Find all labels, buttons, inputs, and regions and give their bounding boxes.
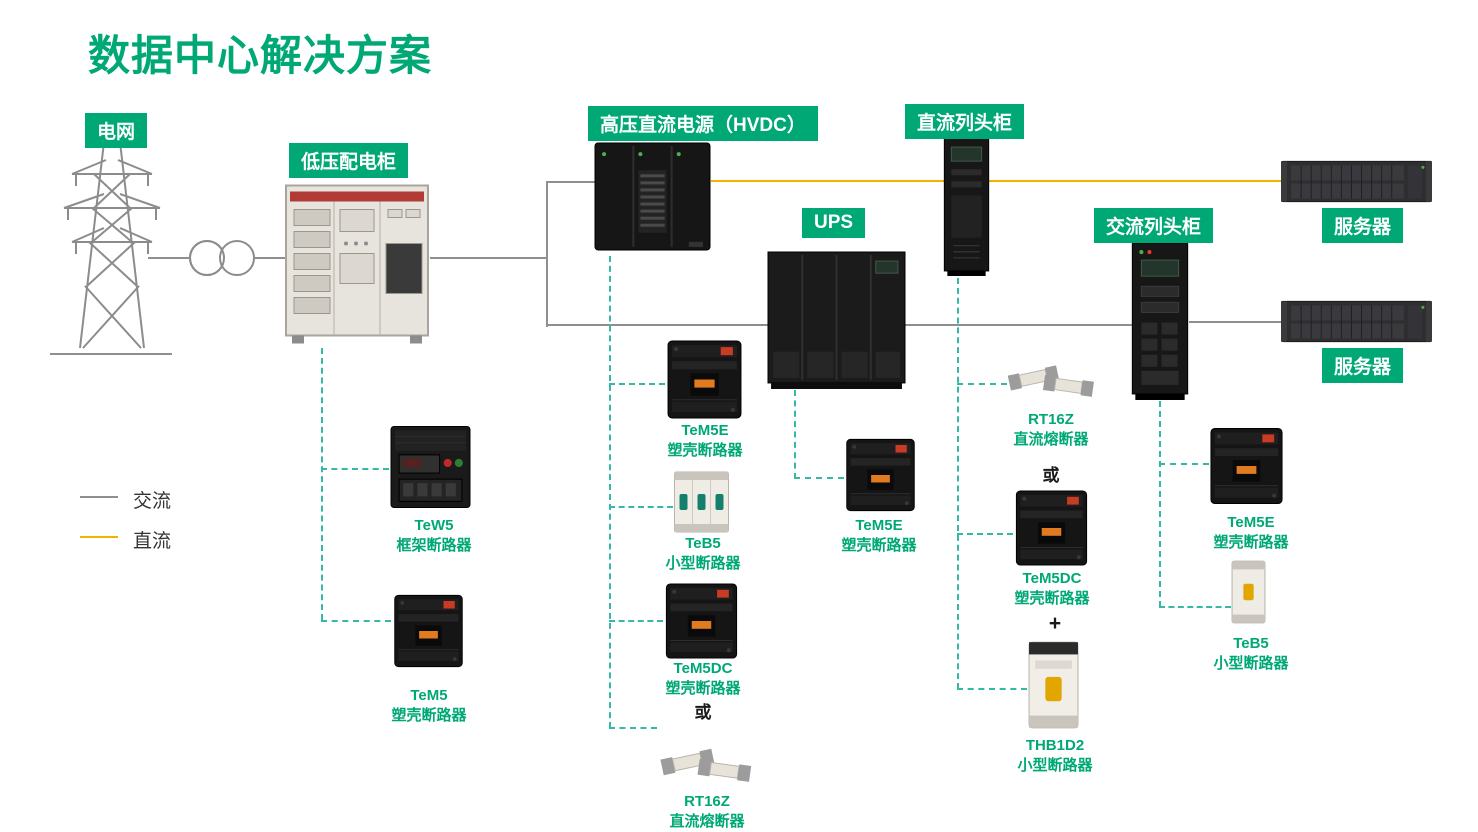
product-desc: 直流熔断器 (669, 813, 745, 831)
product-desc: 小型断路器 (1017, 757, 1093, 775)
transformer-icon (186, 238, 258, 278)
badge-ac-row: 交流列头柜 (1094, 208, 1214, 243)
product-label-thb1d2: THB1D2 小型断路器 (980, 736, 1130, 777)
dashed-link-dcrow-thb1d2 (957, 688, 1027, 690)
ac-line-junction-vertical (546, 181, 548, 327)
product-name: THB1D2 (1025, 737, 1085, 754)
tem5e-ups-breaker-image (843, 435, 918, 515)
dashed-link-lv-vertical (321, 348, 323, 620)
dc-line-dcrow-to-server (989, 180, 1284, 182)
product-desc: 塑壳断路器 (667, 442, 743, 460)
legend-ac-label: 交流 (133, 491, 172, 512)
badge-server-bottom: 服务器 (1322, 348, 1404, 383)
server-top-image (1281, 157, 1432, 206)
dashed-link-acrow-vertical (1159, 401, 1161, 607)
badge-server-top: 服务器 (1322, 208, 1404, 243)
dashed-link-ups-tem5e (794, 477, 844, 479)
badge-ups: UPS (802, 208, 866, 238)
ups-cabinet-image (767, 251, 906, 390)
product-desc: 塑壳断路器 (841, 537, 917, 555)
tem5e-hvdc-breaker-image (664, 337, 745, 422)
product-label-rt16z-dcrow: RT16Z 直流熔断器 (976, 410, 1126, 451)
dashed-link-dcrow-vertical (957, 278, 959, 689)
dc-line-hvdc-to-dcrow (711, 180, 946, 182)
product-desc: 小型断路器 (1213, 655, 1289, 673)
product-desc: 塑壳断路器 (391, 707, 467, 725)
tew5-breaker-image (389, 422, 472, 512)
ground-line (50, 353, 172, 355)
server-bottom-image (1281, 297, 1432, 346)
product-name: TeW5 (414, 517, 454, 534)
product-desc: 框架断路器 (396, 537, 472, 555)
tem5dc-hvdc-breaker-image (662, 582, 741, 660)
product-label-tem5e-hvdc: TeM5E 塑壳断路器 (630, 421, 780, 462)
product-label-tem5dc-dcrow: TeM5DC 塑壳断路器 (977, 569, 1127, 610)
product-name: TeB5 (685, 535, 721, 552)
ac-line-acrow-to-server (1189, 321, 1284, 323)
rt16z-hvdc-fuse-image (657, 732, 756, 790)
dashed-link-acrow-teb5 (1159, 606, 1231, 608)
page-title: 数据中心解决方案 (88, 32, 433, 79)
product-name: RT16Z (684, 793, 730, 810)
product-name: TeM5 (410, 687, 448, 704)
dashed-link-hvdc-tem5e (609, 383, 665, 385)
product-name: RT16Z (1028, 411, 1074, 428)
product-label-tem5dc-hvdc: TeM5DC 塑壳断路器 (628, 659, 778, 700)
dashed-link-hvdc-rt16z (609, 727, 657, 729)
dashed-link-hvdc-vertical (609, 256, 611, 728)
plus-connector-dcrow: + (1048, 612, 1062, 635)
teb5-acrow-breaker-image (1230, 559, 1267, 625)
or-connector-dcrow: 或 (1042, 466, 1060, 485)
badge-grid: 电网 (85, 113, 148, 148)
teb5-hvdc-breaker-image (672, 470, 731, 534)
product-name: TeM5DC (673, 660, 733, 677)
legend-dc-line-sample (80, 536, 118, 538)
dashed-link-lv-tem5 (321, 620, 391, 622)
product-name: TeM5E (681, 422, 729, 439)
rt16z-dcrow-fuse-image (1005, 349, 1098, 405)
dc-row-cabinet-image (943, 137, 990, 278)
or-connector-hvdc: 或 (694, 703, 712, 722)
tem5e-acrow-breaker-image (1207, 425, 1286, 507)
dashed-link-hvdc-tem5dc (609, 620, 663, 622)
product-label-tem5e-acrow: TeM5E 塑壳断路器 (1176, 513, 1326, 554)
product-label-tew5: TeW5 框架断路器 (359, 516, 509, 557)
ac-line-cabinet-out (430, 257, 548, 259)
badge-hvdc: 高压直流电源（HVDC） (588, 106, 818, 141)
product-label-rt16z-hvdc: RT16Z 直流熔断器 (632, 792, 782, 832)
product-label-tem5: TeM5 塑壳断路器 (354, 686, 504, 727)
product-name: TeB5 (1233, 635, 1269, 652)
dashed-link-hvdc-teb5 (609, 506, 673, 508)
product-name: TeM5E (1227, 514, 1275, 531)
product-desc: 塑壳断路器 (1213, 534, 1289, 552)
product-name: TeM5DC (1022, 570, 1082, 587)
tem5dc-dcrow-breaker-image (1012, 489, 1091, 567)
badge-dc-row: 直流列头柜 (905, 104, 1025, 139)
thb1d2-breaker-image (1027, 640, 1080, 730)
legend-ac-line-sample (80, 496, 118, 498)
dashed-link-lv-tew5 (321, 468, 389, 470)
badge-lv-cabinet: 低压配电柜 (289, 143, 409, 178)
transmission-tower-icon (52, 136, 172, 354)
tem5-breaker-image (391, 592, 466, 670)
dashed-link-acrow-tem5e (1159, 463, 1209, 465)
dashed-link-dcrow-rt16z (957, 383, 1007, 385)
product-desc: 塑壳断路器 (665, 680, 741, 698)
hvdc-cabinet-image (594, 142, 711, 255)
product-desc: 小型断路器 (665, 555, 741, 573)
ac-row-cabinet-image (1131, 242, 1189, 401)
dashed-link-dcrow-tem5dc (957, 533, 1013, 535)
product-desc: 直流熔断器 (1013, 431, 1089, 449)
product-label-teb5-hvdc: TeB5 小型断路器 (628, 534, 778, 575)
dashed-link-ups-vertical (794, 390, 796, 479)
product-name: TeM5E (855, 517, 903, 534)
ac-line-to-hvdc (546, 181, 598, 183)
lv-distribution-cabinet-image (284, 183, 430, 346)
product-desc: 塑壳断路器 (1014, 590, 1090, 608)
legend-dc-label: 直流 (133, 531, 172, 552)
product-label-teb5-acrow: TeB5 小型断路器 (1176, 634, 1326, 675)
product-label-tem5e-ups: TeM5E 塑壳断路器 (804, 516, 954, 557)
